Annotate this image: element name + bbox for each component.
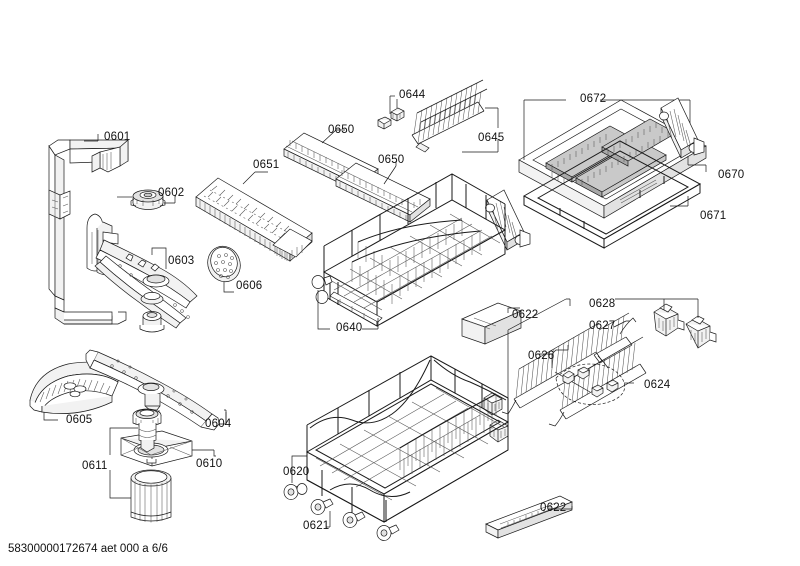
part-label-0622-nameplate: 0622 [540,502,567,514]
part-label-0644: 0644 [399,89,426,101]
leader-0651 [242,171,268,185]
part-label-0672: 0672 [580,93,607,105]
part-0620-rollers [283,483,308,500]
part-0627-folding-tine-rack-small [593,312,637,364]
leader-0620 [291,455,307,483]
part-label-0670: 0670 [718,169,745,181]
part-label-0606: 0606 [236,280,263,292]
part-0628-hinge-bracket-b [685,315,717,349]
part-label-0627: 0627 [589,320,616,332]
part-0671-drawer-frame [522,140,702,249]
part-0622-small-tray [461,302,522,345]
part-0628-hinge-bracket-a [653,303,685,337]
part-0603-upper-spray-arm [86,213,198,333]
part-lower-basket-assembly [305,355,510,523]
part-label-0604: 0604 [205,418,232,430]
part-0602-bearing-nut [130,189,166,210]
leader-0650-b [383,161,397,185]
leader-0670 [687,156,707,172]
part-label-0624: 0624 [644,379,671,391]
part-label-0605: 0605 [66,414,93,426]
leader-0640 [317,290,379,330]
part-label-0601: 0601 [104,131,131,143]
leader-0603 [151,247,167,269]
leader-0605 [43,412,58,421]
part-label-0622-tray: 0622 [512,309,539,321]
part-0611-micro-filter [130,408,172,523]
part-label-0650-a: 0650 [328,124,355,136]
part-label-0651: 0651 [253,159,280,171]
part-0606-perforated-disc [207,245,241,283]
part-label-0650-b: 0650 [378,154,405,166]
part-0650-rack-b [335,162,431,223]
leader-0645 [462,107,499,153]
leader-0671 [670,196,689,207]
leader-0644 [389,95,398,114]
part-label-0626: 0626 [528,350,555,362]
part-label-0671: 0671 [700,210,727,222]
leader-0621 [326,511,331,528]
leader-0622-nameplate [548,506,573,510]
part-0651-long-rack-insert [195,177,313,262]
part-label-0603: 0603 [168,255,195,267]
leader-0602 [117,195,176,204]
part-0610-flat-filter [120,430,193,467]
leader-0650-a [321,129,345,144]
part-label-0640: 0640 [336,322,363,334]
part-0645-tine-rack [411,79,488,153]
part-label-0610: 0610 [196,458,223,470]
leader-0622-tray [507,307,520,313]
document-footer-code: 58300000172674 aet 000 a 6/6 [8,543,168,555]
part-0624-clip-set [555,363,625,405]
leader-0626 [537,345,591,393]
leader-0611 [109,427,138,499]
part-0640-upper-basket [311,173,507,327]
part-label-0602: 0602 [158,187,185,199]
part-0644-end-cap-a [390,107,405,122]
part-label-0621: 0621 [303,520,330,532]
leader-0604 [219,409,227,425]
leader-0606 [223,282,234,293]
part-label-0628: 0628 [589,298,616,310]
part-0622-nameplate [485,495,573,539]
part-0670-side-rail-left [485,189,531,251]
part-label-0645: 0645 [478,132,505,144]
part-0601-water-feed-pipe [48,139,129,325]
part-label-0611: 0611 [82,460,108,472]
part-0644-end-cap-b [377,116,392,130]
part-0672-cutlery-drawer [518,99,707,219]
part-0605-filter-cover [29,361,119,414]
leader-0610 [192,449,216,457]
leader-0627 [613,320,630,328]
part-label-0620: 0620 [283,466,310,478]
leader-0601 [84,134,99,142]
part-0670-side-rail-right [659,97,705,159]
part-0621-wheels [310,498,400,541]
